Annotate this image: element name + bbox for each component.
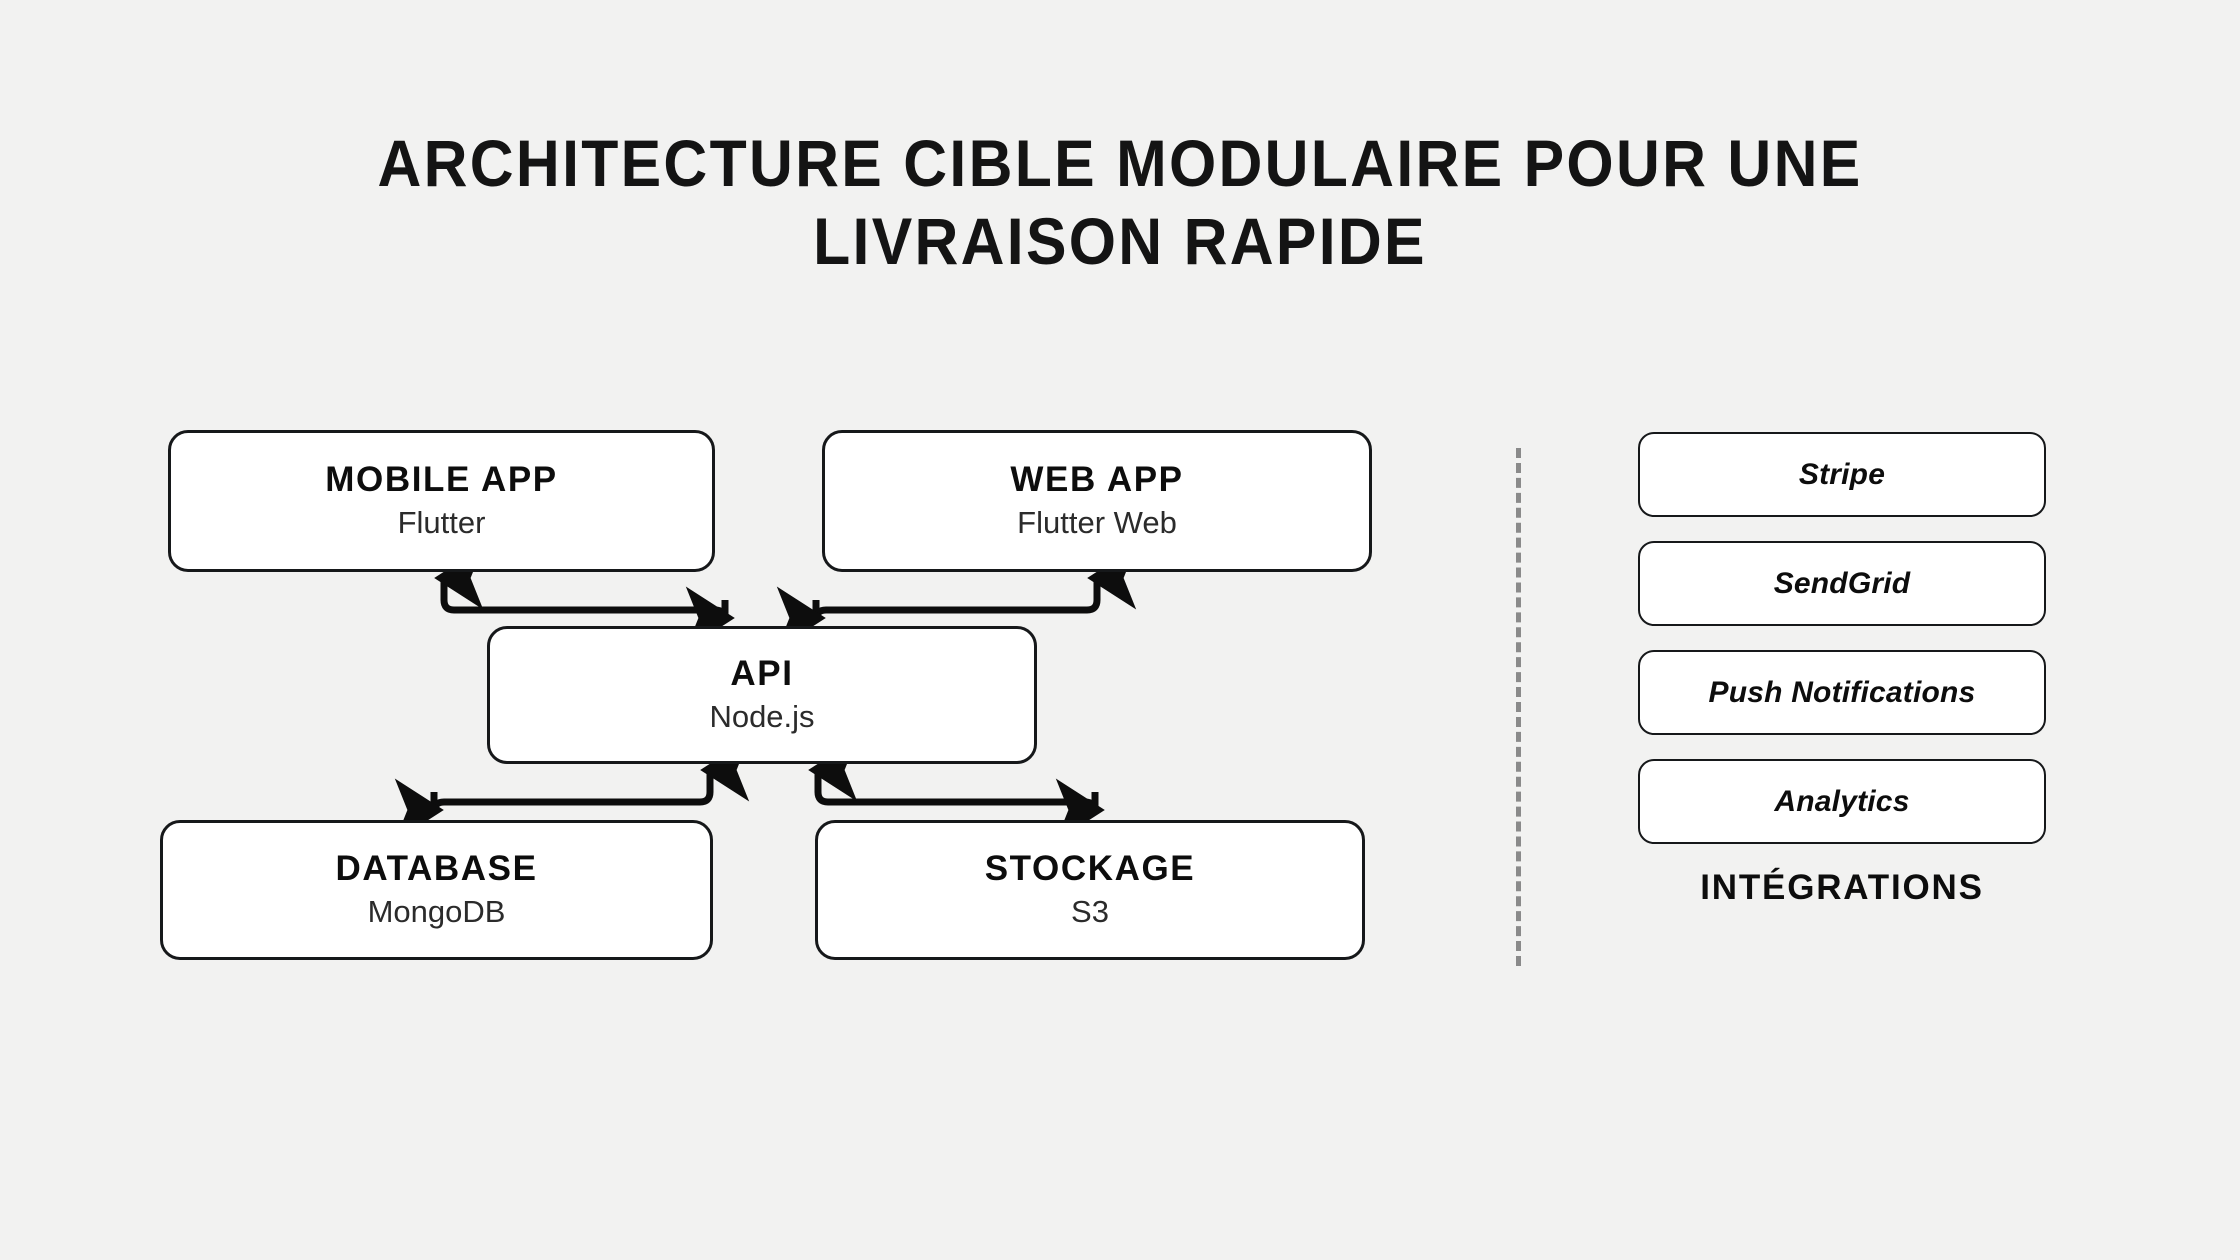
node-database-title: Database — [335, 849, 538, 888]
node-web-app-title: Web App — [1010, 460, 1184, 499]
integration-item-label: SendGrid — [1773, 566, 1911, 600]
node-storage-title: Stockage — [984, 849, 1196, 888]
node-api-title: API — [730, 654, 794, 693]
node-api-subtitle: Node.js — [709, 699, 815, 734]
connector-web-api — [776, 546, 1137, 650]
node-mobile-app[interactable]: Mobile App Flutter — [168, 430, 715, 572]
integration-item-push-notifications[interactable]: Push Notifications — [1638, 650, 2046, 735]
connector-api-storage — [808, 738, 1105, 842]
vertical-dashed-divider — [1516, 448, 1521, 966]
node-storage[interactable]: Stockage S3 — [815, 820, 1365, 960]
integration-item-label: Analytics — [1774, 784, 1910, 818]
integration-item-analytics[interactable]: Analytics — [1638, 759, 2046, 844]
page-title: Architecture cible modulaire pour une li… — [90, 124, 2151, 280]
integration-item-stripe[interactable]: Stripe — [1638, 432, 2046, 517]
node-mobile-app-title: Mobile App — [325, 460, 558, 499]
node-database[interactable]: Database MongoDB — [160, 820, 713, 960]
page-title-line-1: Architecture cible modulaire pour une — [377, 126, 1863, 200]
integrations-heading: Intégrations — [1700, 868, 1984, 907]
node-storage-subtitle: S3 — [1071, 894, 1109, 929]
connector-api-database — [394, 738, 750, 842]
integration-item-sendgrid[interactable]: SendGrid — [1638, 541, 2046, 626]
integration-item-label: Push Notifications — [1708, 675, 1976, 709]
integration-item-label: Stripe — [1798, 457, 1886, 491]
node-api[interactable]: API Node.js — [487, 626, 1037, 764]
integrations-panel: Stripe SendGrid Push Notifications Analy… — [1638, 432, 2046, 908]
page-title-line-2: livraison rapide — [813, 204, 1427, 278]
node-web-app-subtitle: Flutter Web — [1017, 505, 1177, 540]
node-database-subtitle: MongoDB — [367, 894, 506, 929]
node-mobile-app-subtitle: Flutter — [397, 505, 486, 540]
connector-mobile-api — [434, 546, 735, 650]
node-web-app[interactable]: Web App Flutter Web — [822, 430, 1372, 572]
